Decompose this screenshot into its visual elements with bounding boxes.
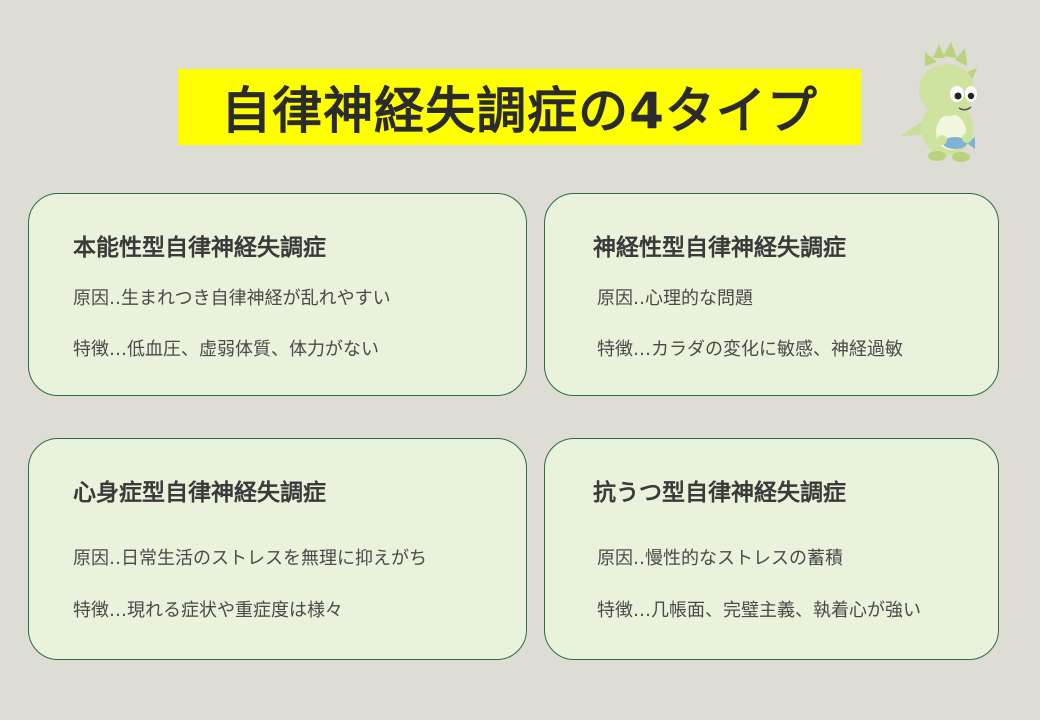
card-title: 神経性型自律神経失調症 — [593, 235, 846, 261]
card-cause: 原因‥慢性的なストレスの蓄積 — [597, 548, 844, 569]
title-highlight: 自律神経失調症の4タイプ — [178, 69, 861, 145]
card-feature: 特徴…現れる症状や重症度は様々 — [73, 600, 343, 621]
type-card-honnou: 本能性型自律神経失調症 原因‥生まれつき自律神経が乱れやすい 特徴…低血圧、虚弱… — [28, 193, 527, 396]
card-feature: 特徴…低血圧、虚弱体質、体力がない — [73, 339, 379, 360]
type-card-koutsu: 抗うつ型自律神経失調症 原因‥慢性的なストレスの蓄積 特徴…几帳面、完璧主義、執… — [544, 438, 999, 660]
type-card-shinshin: 心身症型自律神経失調症 原因‥日常生活のストレスを無理に抑えがち 特徴…現れる症… — [28, 438, 527, 660]
card-cause: 原因‥日常生活のストレスを無理に抑えがち — [73, 548, 428, 569]
dinosaur-mascot-icon — [895, 40, 995, 165]
card-feature: 特徴…カラダの変化に敏感、神経過敏 — [597, 339, 903, 360]
card-feature: 特徴…几帳面、完璧主義、執着心が強い — [597, 600, 921, 621]
type-card-shinkei: 神経性型自律神経失調症 原因‥心理的な問題 特徴…カラダの変化に敏感、神経過敏 — [544, 193, 999, 396]
card-cause: 原因‥生まれつき自律神経が乱れやすい — [73, 288, 391, 309]
page-title: 自律神経失調症の4タイプ — [221, 82, 818, 140]
card-title: 心身症型自律神経失調症 — [73, 480, 326, 506]
card-cause: 原因‥心理的な問題 — [597, 288, 754, 309]
card-title: 本能性型自律神経失調症 — [73, 235, 326, 261]
card-title: 抗うつ型自律神経失調症 — [593, 480, 846, 506]
